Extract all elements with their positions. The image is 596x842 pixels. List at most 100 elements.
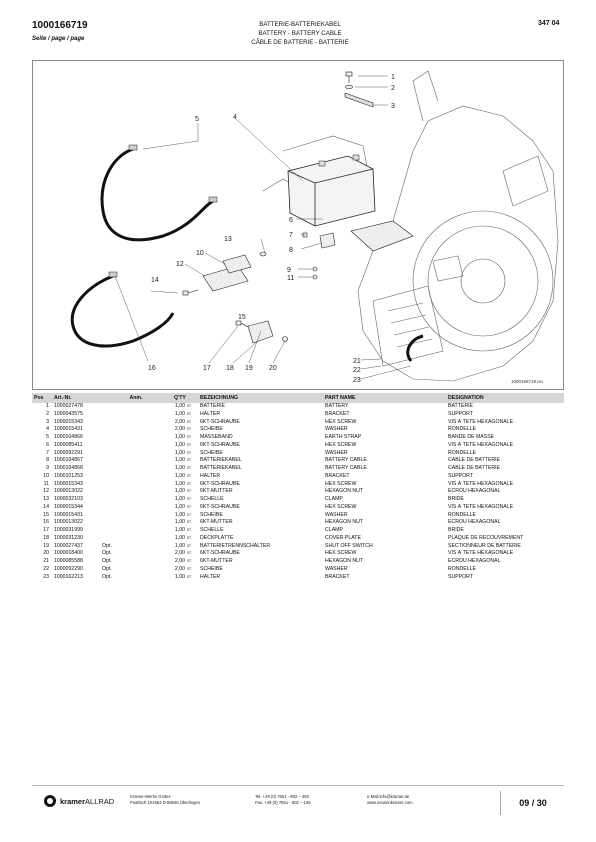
row-name-english: EARTH STRAP (325, 434, 362, 440)
cover-plate-shape (202, 254, 252, 292)
row-article-number: 1000101253 (54, 472, 83, 479)
row-remark (100, 465, 172, 473)
callout-11: 17 (203, 365, 211, 372)
row-quantity: 2,00 (174, 426, 185, 433)
callout-14: 14 (151, 277, 159, 284)
row-remark (100, 457, 172, 465)
row-remark (100, 419, 172, 427)
row-name-french: VIS À TÊTE HEXAGONALE (448, 441, 514, 448)
leader-lines (114, 75, 412, 380)
row-pos: 9 (46, 465, 49, 471)
company-contact: e-Mail:info@kramer.de www.neusonkramer.c… (367, 794, 413, 806)
row-name-german: HALTER (200, 573, 221, 580)
row-article-number: 1000015344 (54, 503, 83, 510)
row-pos: 2 (46, 410, 49, 417)
callout-8: 16 (148, 365, 156, 372)
row-name-german: BATTERIETRENNSCHALTER (200, 542, 271, 549)
shut-off-switch-shape (302, 232, 336, 280)
row-name-french: ÉCROU HEXAGONAL (448, 519, 501, 526)
row-article-number: 1000015343 (54, 480, 83, 487)
row-article-number: 1000031230 (54, 534, 83, 541)
row-article-number: 1000162213 (54, 573, 83, 580)
row-name-german: 6KT-SCHRAUBE (200, 480, 240, 487)
row-name-english: HEXAGON NUT (325, 488, 364, 495)
callout-13: 18 (226, 365, 234, 372)
row-name-english: HEXAGON NUT (325, 558, 364, 564)
row-pos: 21 (43, 558, 49, 564)
row-quantity: 1,00 (174, 441, 185, 448)
row-quantity: 1,00 (174, 534, 185, 541)
row-name-french: VIS À TÊTE HEXAGONALE (448, 503, 514, 510)
row-article-number: 1000013022 (54, 519, 83, 526)
row-name-english: BRACKET (325, 472, 350, 479)
row-pos: 17 (43, 527, 49, 533)
company-phone: Tel. +49 (0) 7551 - 802 – 450 Fax. +49 (… (255, 794, 311, 806)
row-unit: ST (187, 520, 192, 525)
row-unit: ST (187, 566, 192, 571)
row-article-number: 1000015343 (54, 418, 83, 425)
callout-3: 1 (391, 74, 395, 81)
brand-name-light: ALLRAD (85, 796, 115, 806)
row-unit: ST (187, 559, 192, 563)
row-name-english: BRACKET (325, 410, 350, 417)
cable-8-shape (70, 274, 175, 348)
row-name-german: 6KT-MUTTER (200, 488, 233, 495)
row-name-french: RONDELLE (448, 565, 476, 572)
row-pos: 20 (43, 550, 49, 557)
row-unit: ST (187, 458, 192, 463)
row-quantity: 1,00 (174, 449, 185, 456)
cable-9-shape (100, 147, 214, 242)
row-remark (100, 434, 172, 442)
row-name-english: CLAMP (325, 527, 343, 533)
mail-line-2: www.neusonkramer.com (367, 800, 413, 805)
row-unit: ST (187, 551, 192, 556)
row-name-french: BATTERIE (448, 403, 473, 409)
row-remark (100, 488, 172, 496)
row-quantity: 1,00 (174, 519, 185, 526)
callout-6: 21 (353, 358, 361, 365)
company-line-2: Postfach 101563 D-88645 Überlingen (130, 800, 201, 805)
earth-strap-shape (406, 334, 424, 362)
row-article-number: 1000032103 (54, 496, 83, 502)
row-remark (100, 403, 172, 411)
row-unit: ST (187, 504, 192, 509)
row-article-number: 1000013022 (54, 488, 83, 495)
row-quantity: 1,00 (174, 410, 185, 417)
company-address: Kramer-Werke GmbH Postfach 101563 D-8864… (130, 794, 200, 806)
row-pos: 15 (43, 511, 49, 518)
row-name-french: SUPPORT (448, 573, 473, 580)
row-article-number: 1000104867 (54, 457, 83, 464)
parts-illustration: 1 2 3 4 5 6 7 8 9 11 13 10 12 14 15 16 1… (70, 70, 559, 384)
phone-line-2: Fax. +49 (0) 7551 - 802 – 135 (255, 800, 311, 805)
row-unit: ST (187, 489, 192, 494)
callout-7: 22 (353, 367, 361, 374)
row-name-german: BATTERIEKABEL (200, 457, 242, 464)
row-pos: 14 (43, 503, 49, 510)
callout-17: 10 (196, 250, 204, 257)
row-name-german: 6KT-SCHRAUBE (200, 550, 240, 557)
row-unit: ST (187, 404, 192, 408)
row-unit: ST (187, 450, 192, 455)
row-article-number: 1000092291 (54, 449, 83, 456)
row-pos: 22 (43, 565, 49, 572)
row-pos: 11 (43, 480, 49, 487)
row-name-german: DECKPLATTE (200, 534, 234, 541)
row-name-english: COVER PLATE (325, 534, 361, 541)
row-remark: Opt. (102, 550, 112, 557)
row-name-english: WASHER (325, 449, 348, 456)
row-pos: 1 (46, 403, 49, 409)
row-name-english: HEXAGON NUT (325, 519, 364, 526)
row-name-french: VIS À TÊTE HEXAGONALE (448, 550, 514, 557)
page-number: 09 / 30 (500, 791, 565, 815)
callout-22: 9 (287, 267, 291, 274)
row-unit: ST (187, 411, 192, 416)
row-name-german: SCHELLE (200, 496, 224, 502)
row-name-german: HALTER (200, 410, 221, 417)
row-name-english: HEX SCREW (325, 550, 357, 557)
